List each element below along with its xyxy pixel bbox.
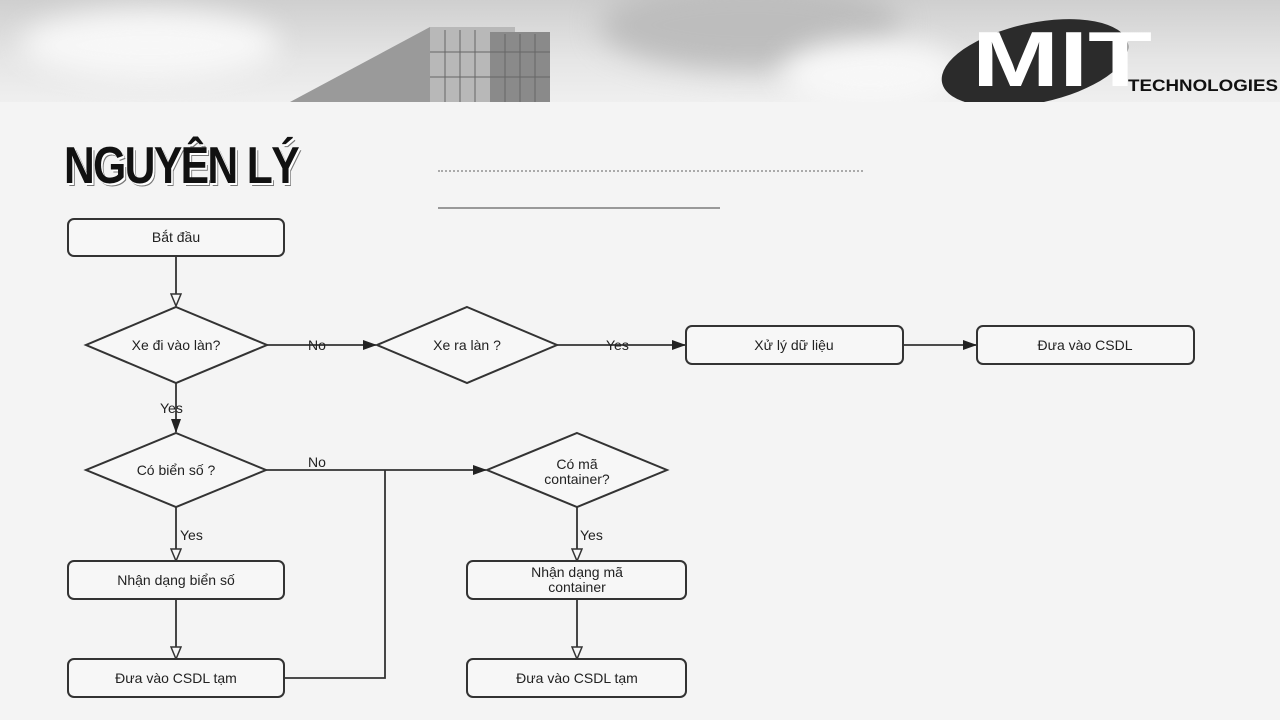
svg-text:container?: container? <box>544 471 610 487</box>
svg-text:Đưa vào CSDL: Đưa vào CSDL <box>1038 337 1133 353</box>
divider-solid <box>438 207 720 209</box>
decision-enter-lane: Xe đi vào làn? <box>83 305 270 385</box>
svg-text:Xe đi vào làn?: Xe đi vào làn? <box>132 337 221 353</box>
container-stack-image <box>290 27 550 102</box>
edge-label-yes: Yes <box>160 400 183 416</box>
svg-text:Đưa vào CSDL tạm: Đưa vào CSDL tạm <box>115 670 237 686</box>
decision-has-plate: Có biển số ? <box>83 431 269 509</box>
node-process-data: Xử lý dữ liệu <box>685 325 904 365</box>
svg-text:Có biển số ?: Có biển số ? <box>137 462 216 478</box>
svg-text:Nhận dạng mã: Nhận dạng mã <box>531 564 623 580</box>
edge-temp-to-container <box>284 470 386 679</box>
node-recognize-container: Nhận dạng mã container <box>466 560 687 600</box>
decision-exit-lane: Xe ra làn ? <box>374 305 560 385</box>
decision-has-container: Có mã container? <box>484 431 670 509</box>
svg-text:TECHNOLOGIES: TECHNOLOGIES <box>1128 76 1278 95</box>
edge-label-yes: Yes <box>180 527 203 543</box>
header-banner: MIT TECHNOLOGIES <box>0 0 1280 102</box>
svg-text:Đưa vào CSDL tạm: Đưa vào CSDL tạm <box>516 670 638 686</box>
edge-label-no: No <box>308 337 326 353</box>
edge-label-yes: Yes <box>580 527 603 543</box>
slide-title: NGUYÊN LÝ <box>64 137 300 195</box>
edge-label-yes: Yes <box>606 337 629 353</box>
svg-text:Nhận dạng biển số: Nhận dạng biển số <box>117 572 235 588</box>
svg-text:Bắt đầu: Bắt đầu <box>152 229 200 245</box>
node-start: Bắt đầu <box>67 218 285 257</box>
svg-text:Xử lý dữ liệu: Xử lý dữ liệu <box>754 337 833 353</box>
divider-dotted <box>438 170 863 172</box>
node-temp-db-left: Đưa vào CSDL tạm <box>67 658 285 698</box>
mit-technologies-logo: MIT TECHNOLOGIES <box>941 15 1278 102</box>
svg-text:container: container <box>548 579 606 595</box>
svg-text:Có mã: Có mã <box>556 456 597 472</box>
node-temp-db-right: Đưa vào CSDL tạm <box>466 658 687 698</box>
node-recognize-plate: Nhận dạng biển số <box>67 560 285 600</box>
svg-text:Xe ra làn ?: Xe ra làn ? <box>433 337 501 353</box>
node-to-db: Đưa vào CSDL <box>976 325 1195 365</box>
edge-label-no: No <box>308 454 326 470</box>
svg-text:MIT: MIT <box>972 15 1152 102</box>
